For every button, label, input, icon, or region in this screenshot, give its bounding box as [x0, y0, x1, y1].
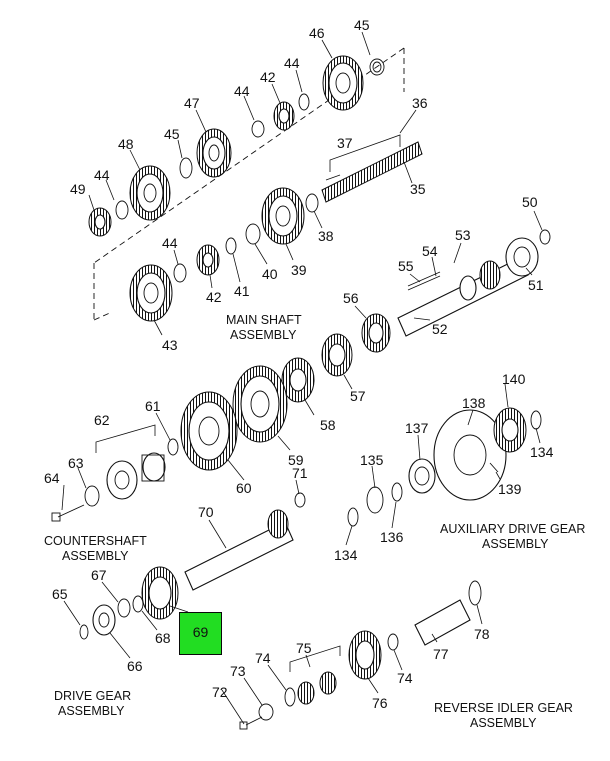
- callout-54: 54: [422, 243, 438, 259]
- callout-44: 44: [94, 167, 110, 183]
- callout-73: 73: [230, 663, 246, 679]
- auxiliary-drive-gear-caption-line1: AUXILIARY DRIVE GEAR: [440, 522, 585, 536]
- callout-45: 45: [354, 17, 370, 33]
- auxiliary-drive-gear-caption-line2: ASSEMBLY: [482, 537, 549, 551]
- callout-52: 52: [432, 321, 448, 337]
- reverse-idler-gear-caption-line1: REVERSE IDLER GEAR: [434, 701, 573, 715]
- reverse-idler-gear-parts: [239, 580, 482, 730]
- callout-42: 42: [206, 289, 222, 305]
- callout-71: 71: [292, 465, 308, 481]
- reverse-idler-gear-caption-line2: ASSEMBLY: [470, 716, 537, 730]
- callout-64: 64: [44, 470, 60, 486]
- callout-62: 62: [94, 412, 110, 428]
- callout-77: 77: [433, 646, 449, 662]
- callout-43: 43: [162, 337, 178, 353]
- auxiliary-drive-gear-parts: [347, 407, 542, 527]
- callout-74: 74: [397, 670, 413, 686]
- callout-139: 139: [498, 481, 522, 497]
- callout-53: 53: [455, 227, 471, 243]
- callout-72: 72: [212, 684, 228, 700]
- callout-44: 44: [284, 55, 300, 71]
- callout-61: 61: [145, 398, 161, 414]
- callout-38: 38: [318, 228, 334, 244]
- highlighted-part-number: 69: [192, 624, 209, 640]
- callout-59: 59: [288, 452, 304, 468]
- callout-134: 134: [334, 547, 358, 563]
- callout-75: 75: [296, 640, 312, 656]
- callout-66: 66: [127, 658, 143, 674]
- callout-76: 76: [372, 695, 388, 711]
- countershaft-caption-line1: COUNTERSHAFT: [44, 534, 147, 548]
- callout-60: 60: [236, 480, 252, 496]
- callout-68: 68: [155, 630, 171, 646]
- callout-56: 56: [343, 290, 359, 306]
- callout-137: 137: [405, 420, 429, 436]
- callout-44: 44: [234, 83, 250, 99]
- callout-65: 65: [52, 586, 68, 602]
- callout-67: 67: [91, 567, 107, 583]
- main-shaft-caption-line1: MAIN SHAFT: [226, 313, 302, 327]
- callout-134: 134: [530, 444, 554, 460]
- callout-136: 136: [380, 529, 404, 545]
- assembly-captions: MAIN SHAFT ASSEMBLY COUNTERSHAFT ASSEMBL…: [44, 313, 585, 730]
- callout-138: 138: [462, 395, 486, 411]
- callout-41: 41: [234, 283, 250, 299]
- callout-47: 47: [184, 95, 200, 111]
- callout-44: 44: [162, 235, 178, 251]
- callout-numbers: 45 46 44 42 47 44 36 48 45 37 44 49 35 3…: [44, 17, 554, 711]
- callout-42: 42: [260, 69, 276, 85]
- drive-gear-caption-line2: ASSEMBLY: [58, 704, 125, 718]
- callout-70: 70: [198, 504, 214, 520]
- highlighted-part-69-marker[interactable]: 69: [179, 612, 222, 655]
- callout-63: 63: [68, 455, 84, 471]
- countershaft-caption-line2: ASSEMBLY: [62, 549, 129, 563]
- main-shaft-parts: [88, 55, 423, 322]
- callout-135: 135: [360, 452, 384, 468]
- callout-46: 46: [309, 25, 325, 41]
- callout-39: 39: [291, 262, 307, 278]
- callout-140: 140: [502, 371, 526, 387]
- callout-55: 55: [398, 258, 414, 274]
- leader-lines: [61, 31, 543, 725]
- drive-gear-caption-line1: DRIVE GEAR: [54, 689, 131, 703]
- drive-gear-parts: [79, 492, 306, 640]
- callout-58: 58: [320, 417, 336, 433]
- callout-50: 50: [522, 194, 538, 210]
- callout-37: 37: [337, 135, 353, 151]
- callout-57: 57: [350, 388, 366, 404]
- callout-48: 48: [118, 136, 134, 152]
- callout-49: 49: [70, 181, 86, 197]
- callout-74: 74: [255, 650, 271, 666]
- countershaft-parts: [51, 229, 551, 522]
- callout-36: 36: [412, 95, 428, 111]
- callout-51: 51: [528, 277, 544, 293]
- callout-45: 45: [164, 126, 180, 142]
- callout-78: 78: [474, 626, 490, 642]
- callout-40: 40: [262, 266, 278, 282]
- main-shaft-caption-line2: ASSEMBLY: [230, 328, 297, 342]
- callout-35: 35: [410, 181, 426, 197]
